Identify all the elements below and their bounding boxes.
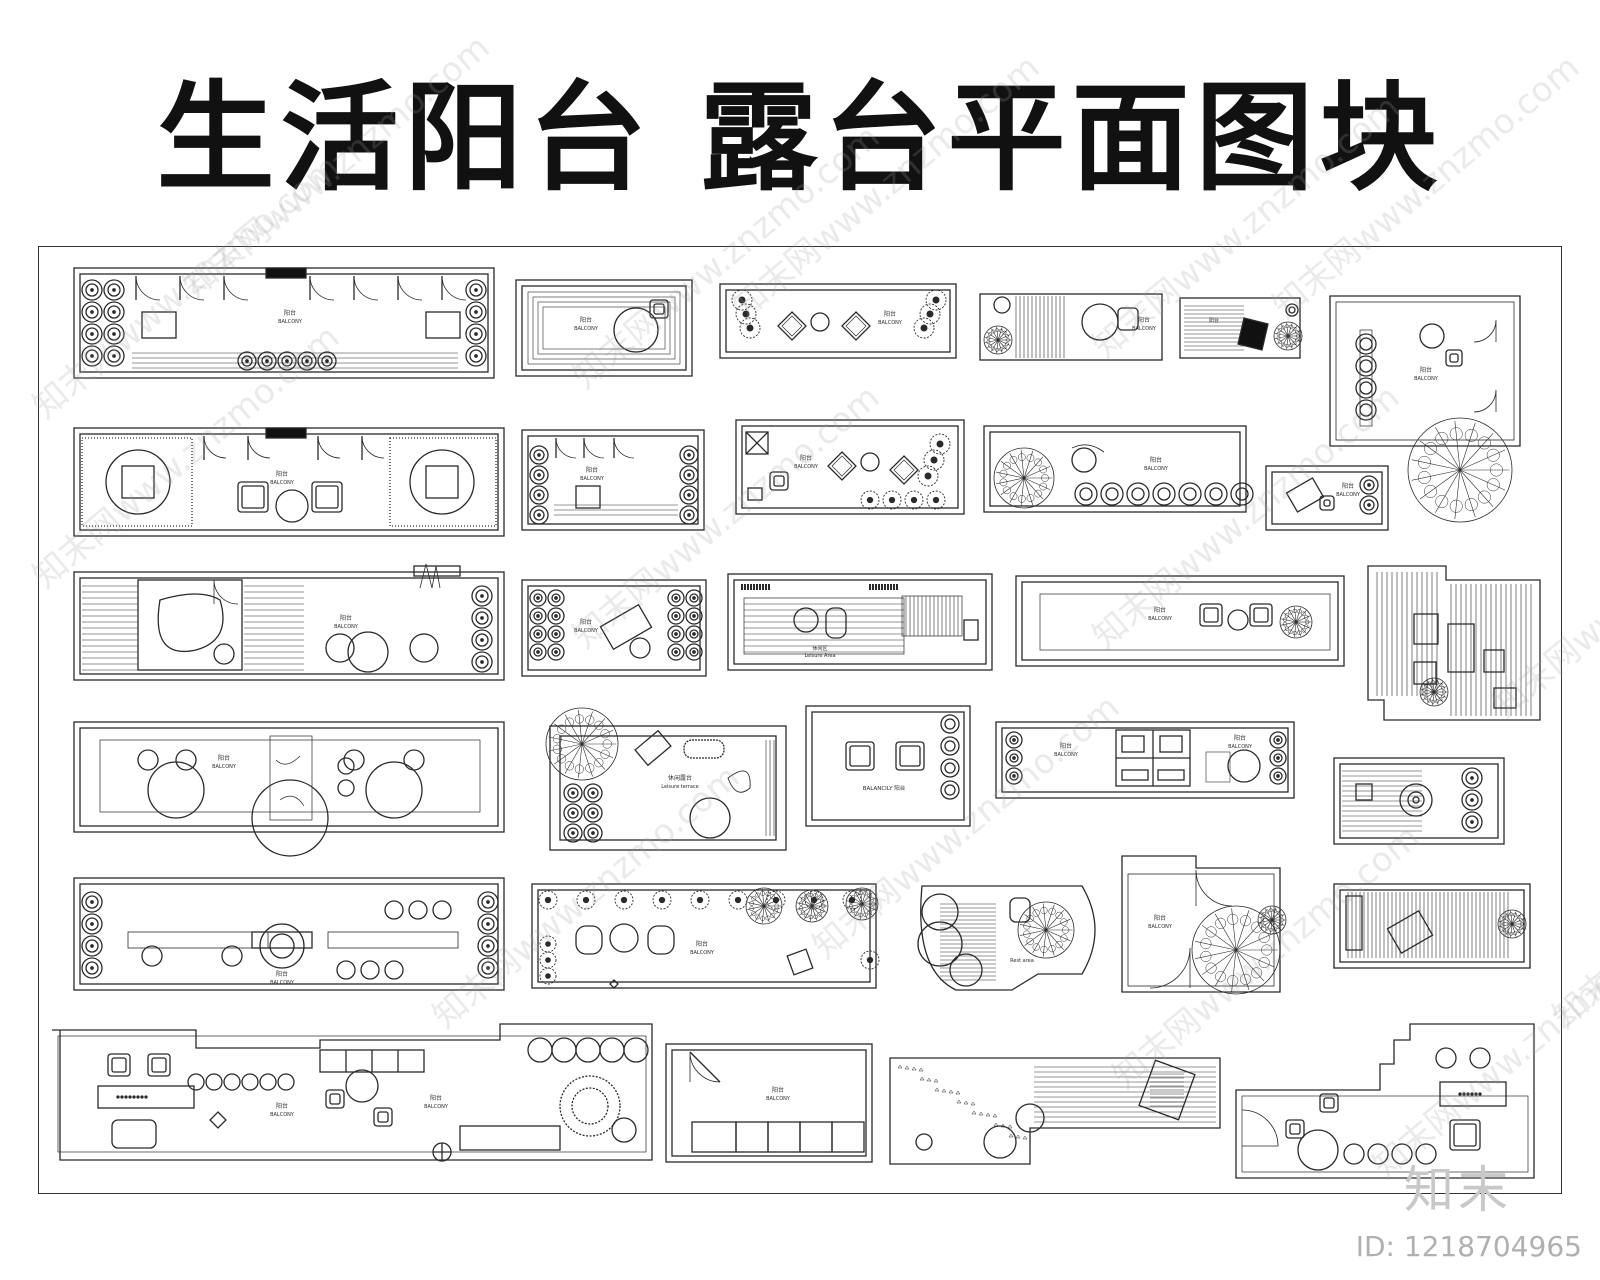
room-label-cn: 阳台: [1234, 734, 1246, 742]
room-label-cn: BALANCILY 阳台: [863, 784, 906, 792]
image-id-label: ID: 1218704965: [1355, 1230, 1582, 1263]
room-label-cn: 阳台: [580, 618, 592, 626]
room-label-cn: 阳台: [696, 940, 708, 948]
plan-4-5: [1333, 757, 1505, 845]
plan-5-2: 阳台 BALCONY: [531, 883, 880, 989]
room-label-en: BALCONY: [1144, 466, 1169, 472]
plan-4-2: 休闲露台 Leisure terrace: [545, 707, 787, 851]
room-label-en: BALCONY: [1148, 924, 1173, 930]
room-label-en: BALCONY: [1228, 744, 1253, 750]
room-label-cn: 休闲露台: [668, 774, 692, 782]
drawing-sheet-frame: [38, 246, 1562, 1194]
plan-6-1: 阳台 BALCONY 阳台 BALCONY: [52, 1023, 653, 1162]
plan-1-1: 阳台 BALCONY: [73, 267, 495, 379]
room-label-en: BALCONY: [212, 764, 237, 770]
plan-1-4: 阳台 BALCONY: [979, 293, 1163, 361]
plan-5-3: Rest area: [917, 885, 1096, 991]
plan-3-4: 阳台 BALCONY: [1015, 575, 1345, 667]
room-label-cn: 阳台: [772, 1086, 784, 1094]
room-label-en: BALCONY: [1414, 376, 1439, 382]
room-label-en: BALCONY: [1336, 492, 1361, 498]
room-label-en: Leisure Area: [804, 653, 835, 659]
room-label-cn: 阳台: [218, 754, 230, 762]
room-label-en: BALCONY: [574, 326, 599, 332]
room-label-en: BALCONY: [334, 624, 359, 630]
room-label-cn: 阳台: [586, 466, 598, 474]
plan-3-2: 阳台 BALCONY: [521, 579, 707, 677]
room-label-en: BALCONY: [1148, 616, 1173, 622]
plan-5-5: [1333, 883, 1531, 969]
room-label-cn: 阳台: [276, 970, 288, 978]
room-label-cn: 阳台: [884, 310, 896, 318]
room-label-cn: 阳台: [1420, 366, 1432, 374]
room-label-cn: 阳台: [284, 309, 296, 317]
room-label-cn: 阳台: [1060, 742, 1072, 750]
room-label-cn: 阳台: [1342, 482, 1354, 490]
plan-2-3: 阳台 BALCONY: [735, 419, 965, 515]
room-label-en: BALCONY: [1054, 752, 1079, 758]
room-label-cn: 阳台: [340, 614, 352, 622]
room-label-en: BALCONY: [424, 1104, 449, 1110]
room-label-en: BALCONY: [278, 319, 303, 325]
plan-2-4: 阳台 BALCONY: [983, 425, 1254, 513]
room-label-cn: 阳台: [1154, 606, 1166, 614]
plan-4-1: 阳台 BALCONY: [73, 721, 505, 857]
plan-6-3: [889, 1057, 1221, 1165]
room-label-en: BALCONY: [270, 1112, 295, 1118]
room-label-cn: 阳台: [800, 454, 812, 462]
plan-1-2: 阳台 BALCONY: [515, 279, 693, 377]
plan-1-3: 阳台 BALCONY: [719, 283, 957, 359]
plan-2-1: 阳台 BALCONY: [73, 427, 505, 537]
room-label-en: Leisure terrace: [661, 784, 699, 790]
page-title: 生活阳台 露台平面图块: [156, 68, 1444, 207]
room-label-cn: 阳台: [430, 1094, 442, 1102]
room-label-cn: 阳台: [1209, 317, 1219, 324]
brand-logo-mark: 知末: [1404, 1161, 1512, 1219]
room-label-en: BALCONY: [878, 320, 903, 326]
plan-3-5: [1367, 565, 1541, 721]
room-label-en: BALCONY: [270, 480, 295, 486]
plan-5-1: 阳台 BALCONY: [73, 877, 505, 991]
room-label-cn: 阳台: [1154, 914, 1166, 922]
room-label-en: BALCONY: [1132, 326, 1157, 332]
room-label-cn: 阳台: [1138, 316, 1150, 324]
plan-1-6: 阳台 BALCONY: [1329, 295, 1521, 523]
room-label-en: BALCONY: [766, 1096, 791, 1102]
plan-4-3: BALANCILY 阳台: [805, 705, 971, 827]
room-label-cn: 休闲区: [812, 645, 827, 652]
room-label-en: BALCONY: [794, 464, 819, 470]
plan-6-4: [1235, 1023, 1535, 1179]
room-label-en: BALCONY: [270, 980, 295, 986]
plan-5-4: 阳台 BALCONY: [1121, 855, 1287, 995]
room-label-en: BALCONY: [580, 476, 605, 482]
room-label-en: Rest area: [1010, 958, 1034, 964]
plan-6-2: 阳台 BALCONY: [665, 1043, 873, 1163]
room-label-cn: 阳台: [580, 316, 592, 324]
room-label-en: BALCONY: [574, 628, 599, 634]
room-label-cn: 阳台: [1150, 456, 1162, 464]
plan-3-1: 阳台 BALCONY: [73, 563, 505, 681]
room-label-cn: 阳台: [276, 1102, 288, 1110]
plan-2-2: 阳台 BALCONY: [521, 429, 705, 531]
room-label-cn: 阳台: [276, 470, 288, 478]
plan-4-4: 阳台 BALCONY 阳台 BALCONY: [995, 721, 1295, 799]
room-label-en: BALCONY: [690, 950, 715, 956]
plan-1-5: 阳台: [1179, 297, 1303, 359]
plan-2-5: 阳台 BALCONY: [1265, 465, 1389, 531]
